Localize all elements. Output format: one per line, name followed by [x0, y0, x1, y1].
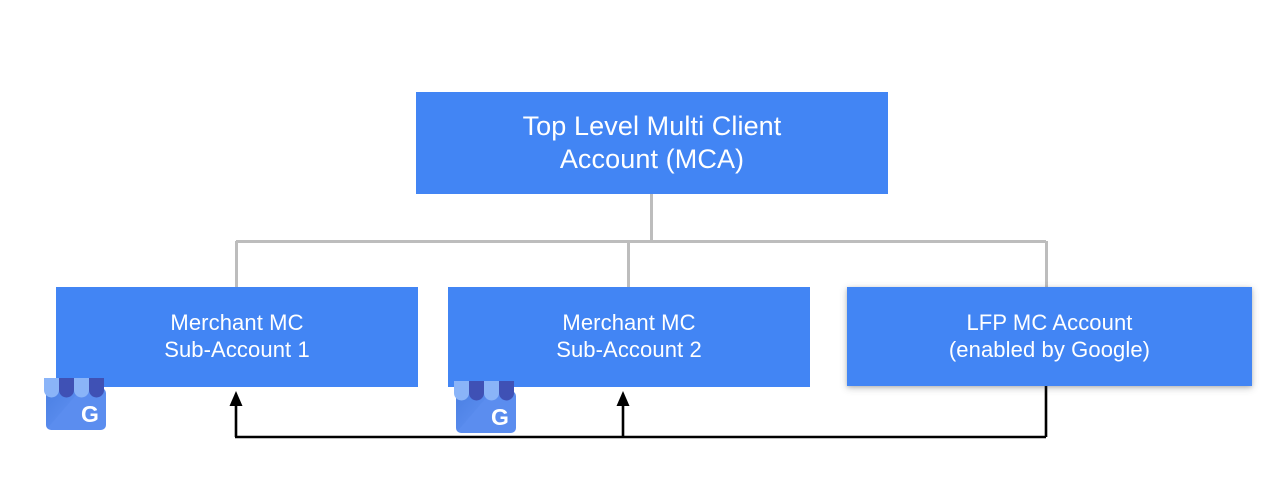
- feedback-connectors: [234, 386, 1048, 439]
- node-lfp-mc-account-label: LFP MC Account (enabled by Google): [948, 309, 1151, 362]
- storefront-awning: [454, 381, 514, 401]
- google-g-glyph: G: [491, 404, 509, 430]
- google-business-profile-icon: G: [44, 378, 106, 430]
- node-top-level-mca[interactable]: Top Level Multi Client Account (MCA): [416, 92, 888, 194]
- storefront-shading: [46, 388, 82, 430]
- storefront-shading: [456, 391, 492, 433]
- google-business-profile-icon: G: [454, 381, 516, 433]
- node-merchant-sub-account-2[interactable]: Merchant MC Sub-Account 2: [448, 287, 810, 387]
- node-merchant-sub-account-1-label: Merchant MC Sub-Account 1: [164, 310, 310, 362]
- node-merchant-sub-account-2-label: Merchant MC Sub-Account 2: [556, 310, 702, 362]
- feedback-arrowheads: [229, 391, 630, 406]
- node-lfp-mc-account[interactable]: LFP MC Account (enabled by Google): [847, 287, 1252, 386]
- node-top-level-mca-label: Top Level Multi Client Account (MCA): [522, 111, 782, 174]
- storefront-awning: [44, 378, 104, 398]
- node-merchant-sub-account-1[interactable]: Merchant MC Sub-Account 1: [56, 287, 418, 387]
- arrowhead-into-sub2: [616, 391, 630, 406]
- google-g-glyph: G: [81, 401, 99, 427]
- arrowhead-into-sub1: [229, 391, 243, 406]
- hierarchy-connectors: [235, 194, 1048, 288]
